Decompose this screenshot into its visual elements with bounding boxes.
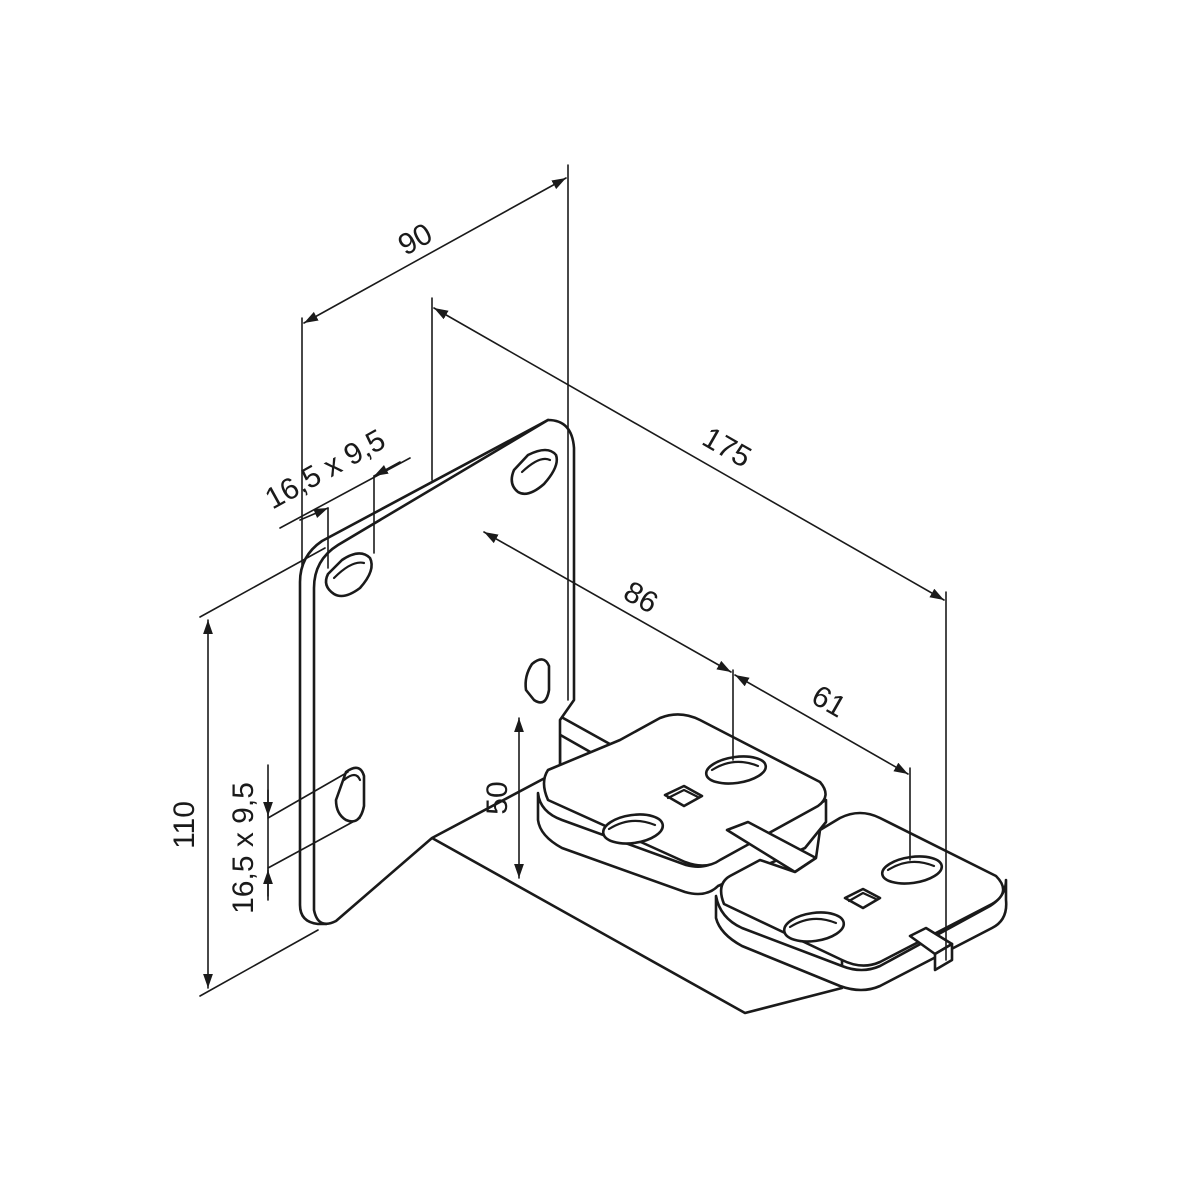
plate-2-slot-a [880,855,944,885]
dim-line-86 [483,531,732,673]
dim-line-90 [303,177,567,324]
dim-line-61 [734,674,909,775]
dim-line-175 [433,307,945,601]
plate-1-slot-b [601,813,665,845]
bracket-part [298,418,1008,1015]
dimension-lines [199,164,947,997]
dim-label-175: 175 [697,421,757,475]
plate-2-slot-b [782,911,846,943]
dim-label-slot-top: 16,5 x 9,5 [260,423,391,516]
plate-1-square-hole [663,784,704,808]
plate-2-square-hole [843,887,882,910]
dim-label-86: 86 [618,575,663,620]
dim-label-50: 50 [481,781,514,814]
dim-label-110: 110 [168,801,201,849]
dim-label-slot-side: 16,5 x 9,5 [227,782,260,914]
dim-label-61: 61 [806,679,851,724]
back-plate-slot-top-left [324,552,373,598]
mounting-plate-2-edge [714,878,1008,992]
dim-label-90: 90 [393,217,438,262]
